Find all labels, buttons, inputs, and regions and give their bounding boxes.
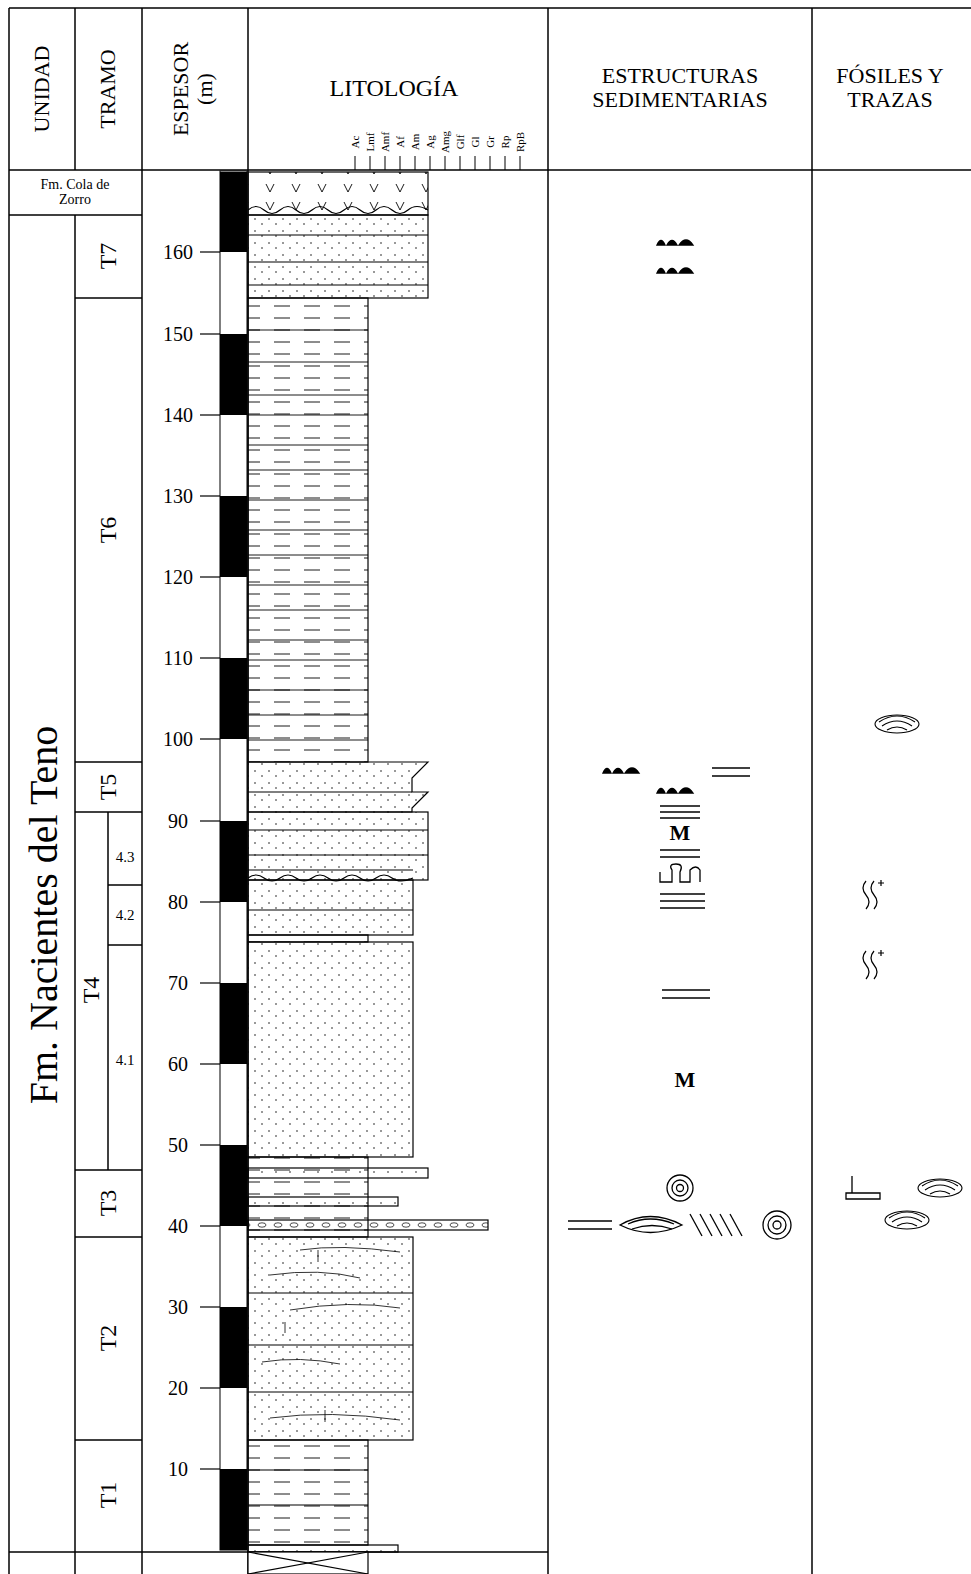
depth-number: 10 xyxy=(168,1458,188,1480)
section-label: T5 xyxy=(95,774,121,801)
thickness-scale xyxy=(200,171,247,1550)
structure-label: M xyxy=(670,821,691,845)
section-label: T2 xyxy=(95,1325,121,1352)
depth-number: 110 xyxy=(163,647,192,669)
header-label: TRAMO xyxy=(96,49,120,128)
grain-size-ticks xyxy=(355,156,520,170)
header-label: FÓSILES Y TRAZAS xyxy=(815,64,965,112)
header-label: LITOLOGÍA xyxy=(330,75,459,101)
subsection-label: 4.3 xyxy=(116,849,135,866)
grain-size-label: RpB xyxy=(514,132,526,152)
grain-size-label: Amg xyxy=(439,131,451,153)
lithology-beds xyxy=(248,172,488,1574)
table-grid xyxy=(9,8,971,1574)
structure-label: M xyxy=(675,1068,696,1092)
depth-number: 30 xyxy=(168,1296,188,1318)
grain-size-label: Ag xyxy=(424,135,436,148)
depth-number: 120 xyxy=(163,566,193,588)
section-label: T3 xyxy=(95,1190,121,1217)
grain-size-label: Rp xyxy=(499,136,511,149)
sedimentary-structures xyxy=(568,240,791,1239)
section-label: T4 xyxy=(78,977,104,1004)
header-label: UNIDAD xyxy=(30,46,54,133)
depth-number: 160 xyxy=(163,241,193,263)
grain-size-label: Gl xyxy=(469,137,481,148)
depth-number: 80 xyxy=(168,891,188,913)
depth-number: 70 xyxy=(168,972,188,994)
subsection-label: 4.2 xyxy=(116,907,135,924)
grain-size-label: Gr xyxy=(484,136,496,148)
section-label: T6 xyxy=(95,517,121,544)
grain-size-label: Af xyxy=(394,136,406,148)
grain-size-label: Amf xyxy=(379,132,391,152)
subsection-label: 4.1 xyxy=(116,1052,135,1069)
depth-number: 40 xyxy=(168,1215,188,1237)
depth-number: 50 xyxy=(168,1134,188,1156)
depth-number: 90 xyxy=(168,810,188,832)
grain-size-label: Glf xyxy=(454,135,466,150)
section-label: T1 xyxy=(95,1482,121,1509)
header-label: ESPESOR (m) xyxy=(169,29,217,149)
grain-size-label: Am xyxy=(409,134,421,151)
unit-label: Fm. Cola de Zorro xyxy=(36,177,114,208)
depth-number: 60 xyxy=(168,1053,188,1075)
depth-number: 130 xyxy=(163,485,193,507)
grain-size-label: Lmf xyxy=(364,133,376,152)
depth-number: 20 xyxy=(168,1377,188,1399)
fossils-and-traces xyxy=(846,715,962,1229)
depth-number: 100 xyxy=(163,728,193,750)
grain-size-label: Ac xyxy=(349,136,361,149)
depth-number: 150 xyxy=(163,323,193,345)
section-label: T7 xyxy=(95,243,121,270)
depth-number: 140 xyxy=(163,404,193,426)
header-label: ESTRUCTURAS SEDIMENTARIAS xyxy=(555,64,805,112)
unit-label: Fm. Nacientes del Teno xyxy=(22,726,66,1105)
